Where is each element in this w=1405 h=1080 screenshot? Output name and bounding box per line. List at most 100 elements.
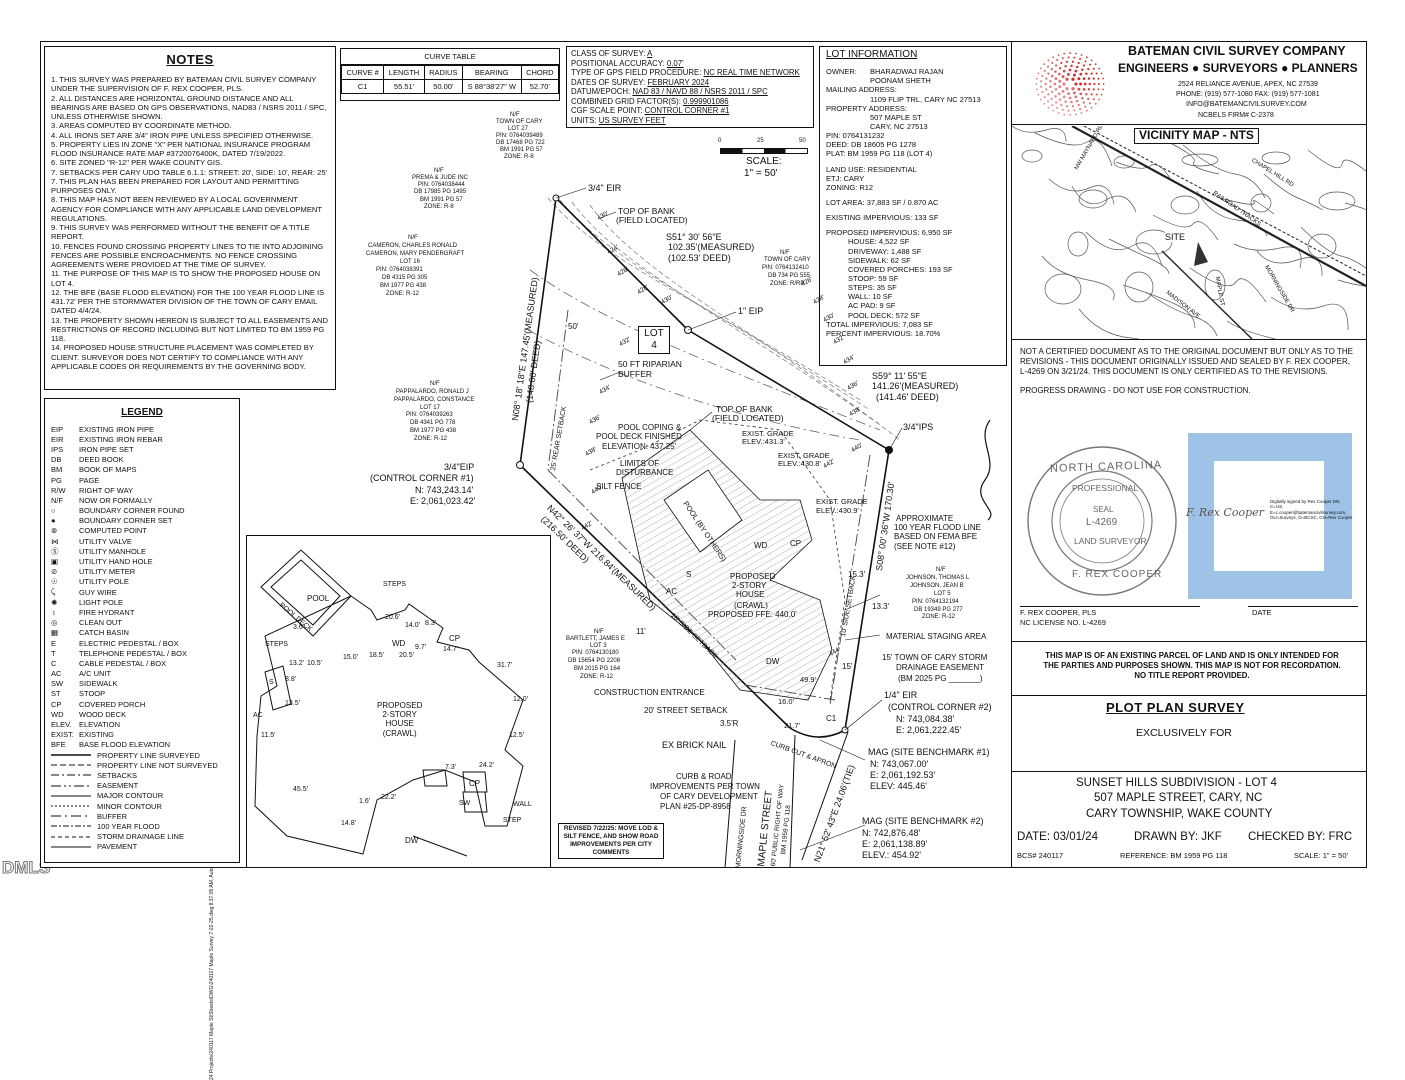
eip-label: 1" EIP <box>738 306 764 316</box>
note-item: 8. THIS MAP HAS NOT BEEN REVIEWED BY A L… <box>51 195 322 223</box>
legend-line-description: BUFFER <box>97 811 127 821</box>
legend-symbol: ☉ <box>51 577 58 587</box>
nf-deed: DB 17468 PG 722 <box>496 140 545 146</box>
bearing-top: S51° 30' 56"E <box>666 232 722 242</box>
benchmark-1-label: MAG (SITE BENCHMARK #1) <box>868 747 990 757</box>
legend-description: CLEAN OUT <box>79 618 122 628</box>
house-detail-inset: POOL POOL DECK STEPS STEPS WD CP CP S AC… <box>246 535 551 868</box>
legend-symbol: WD <box>51 709 64 719</box>
legend-description: A/C UNIT <box>79 669 112 679</box>
certification-text: NOT A CERTIFIED DOCUMENT AS TO THE ORIGI… <box>1020 347 1353 376</box>
radius-label: 3.5'R <box>720 719 739 728</box>
detail-dimension: 1.6' <box>359 798 371 805</box>
checked-by: CHECKED BY: FRC <box>1248 831 1353 843</box>
nf-lot: LOT 16 <box>400 259 420 265</box>
legend-description: EXISTING IRON PIPE <box>79 424 155 434</box>
detail-pool-label: POOL <box>307 594 330 603</box>
limits-label: LIMITS OF <box>620 459 660 468</box>
house-detail-drawing <box>254 549 524 857</box>
nf-label: N/F <box>780 250 790 256</box>
legend-description: ELECTRIC PEDESTAL / BOX <box>79 638 179 648</box>
etj: ETJ: CARY <box>826 173 865 183</box>
map-house-ffe: PROPOSED FFE: 440.0' <box>708 610 797 619</box>
dim-11: 11' <box>636 627 646 636</box>
survey-info-value: FEBRUARY 2024 <box>647 77 710 87</box>
disclaimer-block: THIS MAP IS OF AN EXISTING PARCEL OF LAN… <box>1012 643 1366 696</box>
impervious-item: WALL: 10 SF <box>848 292 893 302</box>
grade-label-2: EXIST. GRADE <box>778 451 830 460</box>
legend-line-row: BUFFER <box>51 811 233 821</box>
company-address: 2524 RELIANCE AVENUE, APEX, NC 27539 <box>1178 81 1318 88</box>
detail-dimension: 31.7' <box>497 662 512 669</box>
legend-line-row: PAVEMENT <box>51 842 233 852</box>
impervious-item: COVERED PORCHES: 193 SF <box>848 264 953 274</box>
nf-owner: TOWN OF CARY <box>764 257 811 263</box>
seal-land-surveyor: LAND SURVEYOR <box>1074 536 1147 546</box>
map-stoop-label: S <box>686 570 692 579</box>
detail-dimension: 7.3' <box>445 764 457 771</box>
legend-line-sample <box>51 846 91 848</box>
nf-deed: DB 734 PG 555 <box>768 273 811 279</box>
legend-symbol: ▦ <box>51 628 59 638</box>
legend-description: BOUNDARY CORNER SET <box>79 516 173 526</box>
survey-info-line: POSITIONAL ACCURACY: 0.07' <box>571 59 809 69</box>
nf-plat: BM 1977 PG 438 <box>380 283 427 289</box>
plan-date: DATE: 03/01/24 <box>1017 831 1098 843</box>
existing-impervious: EXISTING IMPERVIOUS: 133 SF <box>826 213 939 223</box>
legend-title: LEGEND <box>121 407 163 418</box>
detail-dimension: 8.8' <box>285 676 297 683</box>
grade-elev-1: ELEV.:431.3' <box>742 437 785 446</box>
legend-line-description: STORM DRAINAGE LINE <box>97 832 184 842</box>
control-corner-1-east: E: 2,061,023.42' <box>410 496 476 506</box>
digital-signature-text: Digitally signed by Rex Cooper DN: C=US,… <box>1270 499 1353 521</box>
lot-info-title: LOT INFORMATION <box>826 49 918 60</box>
legend-symbol: ▣ <box>51 557 59 567</box>
grade-elev-3: ELEV.:430.9' <box>816 506 859 515</box>
storm-easement-ref: (BM 2025 PG _______) <box>898 674 983 683</box>
survey-info-line: DATES OF SURVEY: FEBRUARY 2024 <box>571 78 809 88</box>
nf-zone: ZONE: R-12 <box>580 674 614 680</box>
survey-info-value: CONTROL CORNER #1 <box>644 106 730 115</box>
detail-dimension: 3.6' <box>293 624 305 631</box>
owner-name-1: BHARADWAJ RAJAN <box>870 67 944 77</box>
nf-label: N/F <box>430 381 440 387</box>
subdivision-lot: SUNSET HILLS SUBDIVISION - LOT 4 <box>1076 777 1277 789</box>
proposed-impervious: PROPOSED IMPERVIOUS: 6,950 SF <box>826 228 953 238</box>
legend-row: ▣UTILITY HAND HOLE <box>51 556 233 566</box>
nf-zone: ZONE: R-12 <box>386 291 420 297</box>
detail-dimension: 8.3' <box>425 620 437 627</box>
survey-info-line: TYPE OF GPS FIELD PROCEDURE: NC REAL TIM… <box>571 68 809 78</box>
nf-zone: ZONE: R/RP <box>770 281 805 287</box>
legend-line-row: 100 YEAR FLOOD <box>51 821 233 831</box>
map-house-label: PROPOSED <box>730 572 776 581</box>
legend-symbol: T <box>51 648 56 658</box>
survey-info-key: UNITS: <box>571 115 599 125</box>
flood-line-note: (SEE NOTE #12) <box>894 542 956 551</box>
curve-table-title: CURVE TABLE <box>341 49 559 65</box>
curve-table-cell: S 88°38'27" W <box>461 79 522 94</box>
legend-symbol: ⊘ <box>51 567 58 577</box>
nf-deed: DB 4341 PG 778 <box>410 420 456 426</box>
survey-info-value: NAD 83 / NAVD 88 / NSRS 2011 / SPC <box>632 87 768 96</box>
legend-line-description: 100 YEAR FLOOD <box>97 821 160 831</box>
zoning: ZONING: R12 <box>826 182 874 192</box>
survey-info-key: COMBINED GRID FACTOR(S): <box>571 96 684 106</box>
note-item: 11. THE PURPOSE OF THIS MAP IS TO SHOW T… <box>51 269 321 288</box>
legend-line-description: PROPERTY LINE SURVEYED <box>97 750 200 760</box>
legend-line-description: PAVEMENT <box>97 842 138 852</box>
survey-info-value: 0.999901086 <box>683 96 729 106</box>
nf-owner: PAPPALARDO, CONSTANCE <box>394 397 475 403</box>
notes-panel: NOTES 1. THIS SURVEY WAS PREPARED BY BAT… <box>44 46 336 390</box>
legend-description: UTILITY VALVE <box>79 536 132 546</box>
seal-name: F. REX COOPER <box>1072 569 1163 580</box>
lot-number-box: LOT 4 <box>638 326 670 354</box>
note-item: 7. SETBACKS PER CARY UDO TABLE 6.1.1: ST… <box>51 167 328 177</box>
